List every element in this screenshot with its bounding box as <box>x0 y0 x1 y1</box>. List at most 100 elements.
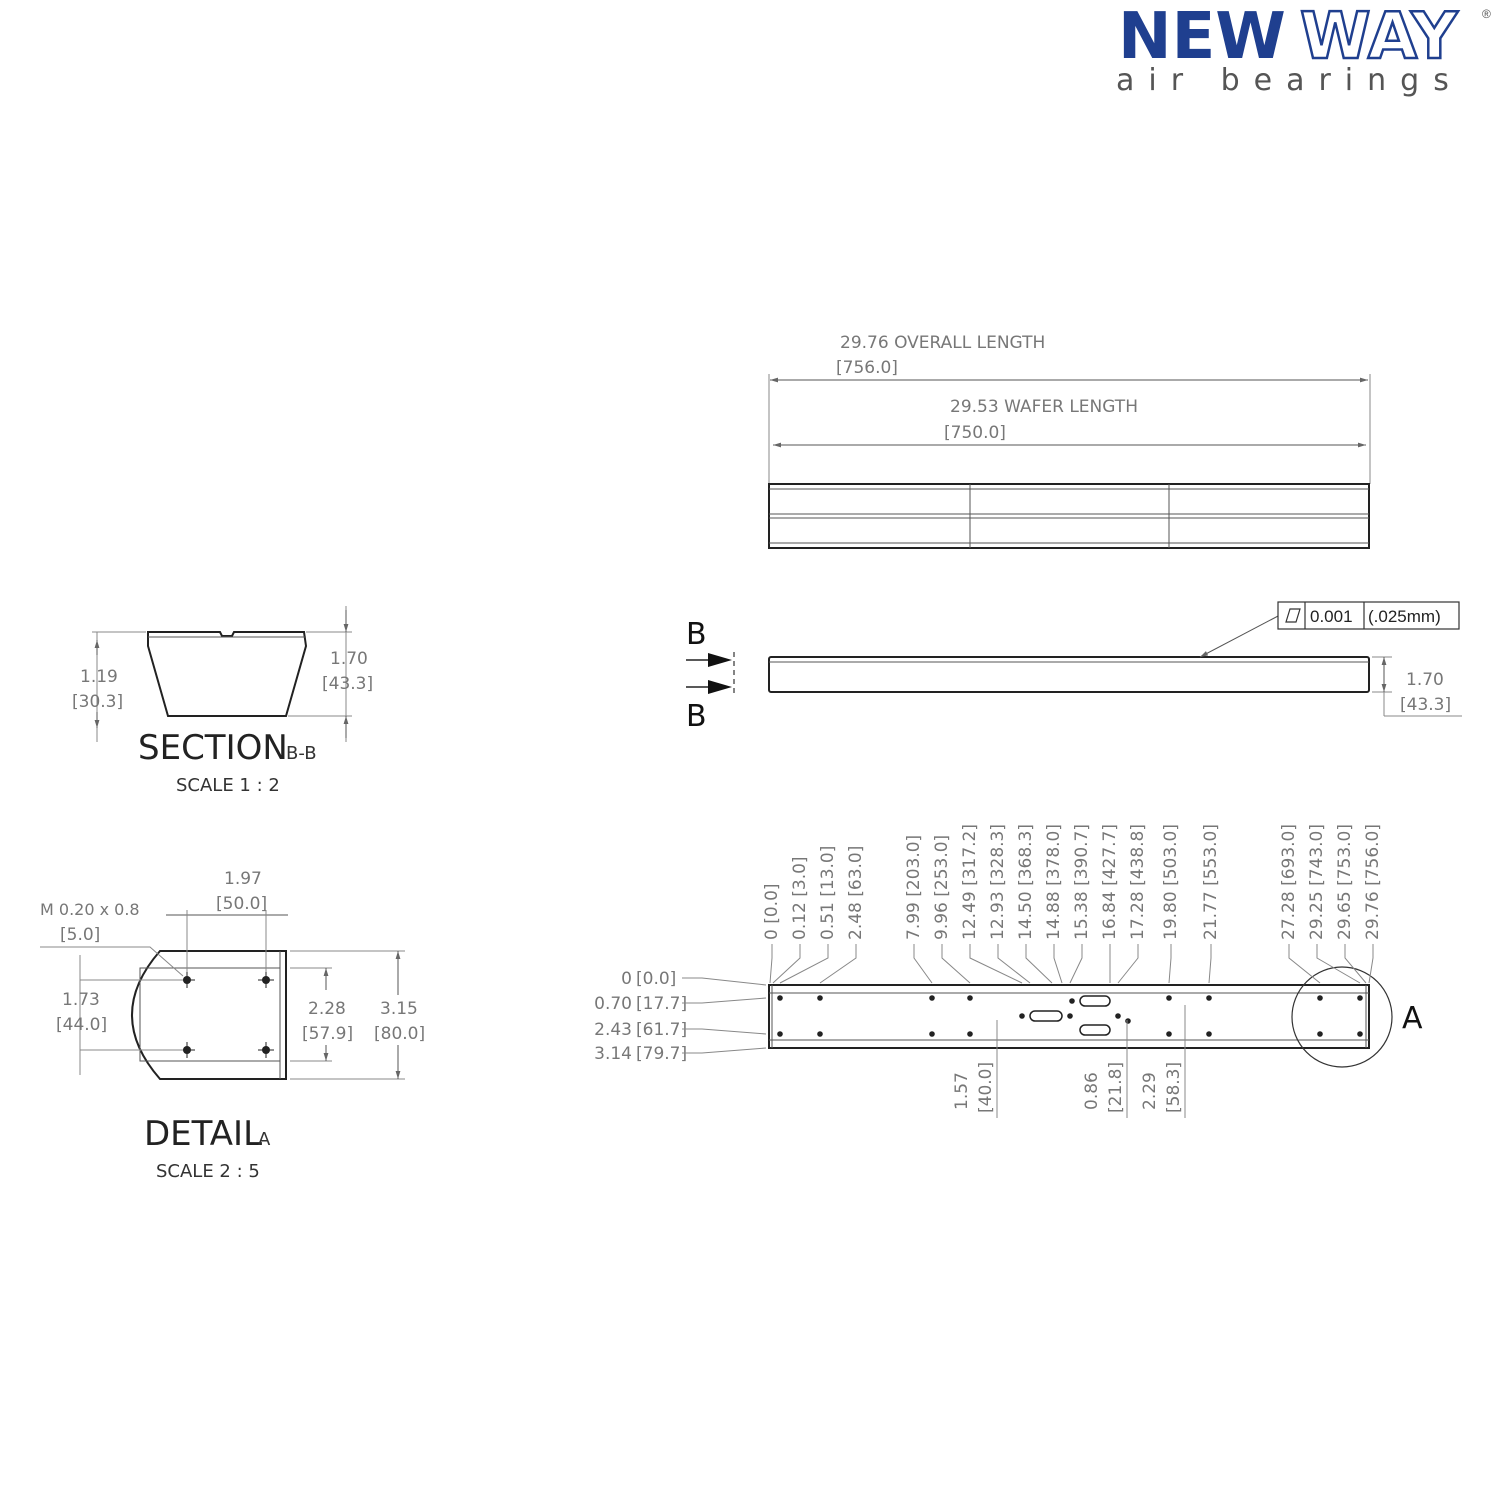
bottom-dim-1-mm: [40.0] <box>976 1062 996 1113</box>
x-ordinate-label: 16.84 [427.7] <box>1100 824 1120 940</box>
detail-inner-dim: 2.28 <box>308 999 346 1019</box>
x-ordinate-label: 2.48 [63.0] <box>846 846 866 940</box>
detail-outer-dim: 3.15 <box>380 999 418 1019</box>
wafer-length-mm: [750.0] <box>944 423 1006 443</box>
mounting-hole <box>1166 995 1172 1001</box>
y-ordinate-value: 2.43 <box>594 1020 632 1040</box>
detail-thread-mm: [5.0] <box>60 925 100 945</box>
mounting-holes <box>777 995 1363 1037</box>
bottom-dim-2-mm: [21.8] <box>1106 1062 1126 1113</box>
detail-holes <box>179 972 274 1058</box>
slot-hole <box>1069 998 1075 1004</box>
y-ordinate-value: 0.70 <box>594 994 632 1014</box>
x-ordinate-label: 29.76 [756.0] <box>1363 824 1383 940</box>
bottom-view-body <box>768 984 1370 1049</box>
x-ordinate-label: 12.49 [317.2] <box>960 824 980 940</box>
x-ordinate-leader <box>1069 944 1083 984</box>
detail-inner-face <box>139 967 281 1062</box>
x-ordinate-leader <box>1288 944 1321 984</box>
detail-left-dim: 1.73 <box>62 990 100 1010</box>
x-ordinate-label: 12.93 [328.3] <box>988 824 1008 940</box>
section-left-dim-mm: [30.3] <box>72 692 123 712</box>
section-arrow-top <box>708 653 732 667</box>
mounting-hole <box>1357 1031 1363 1037</box>
detail-thread-leader <box>40 946 184 977</box>
x-ordinate-leader <box>913 944 933 984</box>
mounting-hole <box>929 995 935 1001</box>
bottom-dimensions: 1.57 [40.0] 0.86 [21.8] 2.29 [58.3] <box>952 1005 1186 1118</box>
newway-logo: NEW WAY ® air bearings <box>1116 0 1491 98</box>
slot-hole <box>1125 1018 1131 1024</box>
x-ordinate-label: 17.28 [438.8] <box>1128 824 1148 940</box>
top-view: 29.76 OVERALL LENGTH [756.0] 29.53 WAFER… <box>768 333 1371 549</box>
mounting-hole <box>1317 1031 1323 1037</box>
detail-scale: SCALE 2 : 5 <box>156 1161 260 1182</box>
mounting-hole <box>817 995 823 1001</box>
overall-length-label: 29.76 OVERALL LENGTH <box>840 333 1045 353</box>
bottom-dim-2: 0.86 <box>1082 1072 1102 1110</box>
x-ordinate-leader <box>1168 944 1172 984</box>
logo-new-text: NEW <box>1118 0 1286 74</box>
mounting-hole <box>967 995 973 1001</box>
section-arrow-bottom <box>708 680 732 694</box>
y-ordinate-mm: [79.7] <box>636 1044 687 1064</box>
side-height: 1.70 <box>1406 670 1444 690</box>
mounting-hole <box>1357 995 1363 1001</box>
x-ordinate-leader <box>1053 944 1063 984</box>
detail-thread: M 0.20 x 0.8 <box>40 900 140 919</box>
logo-tagline: air bearings <box>1116 63 1463 98</box>
x-ordinate-leader <box>997 944 1031 984</box>
y-ordinate-value: 0 <box>621 969 632 989</box>
mounting-hole <box>1206 995 1212 1001</box>
detail-top-dim: 1.97 <box>224 869 262 889</box>
x-ordinate-label: 27.28 [693.0] <box>1279 824 1299 940</box>
detail-title-suffix: A <box>258 1129 271 1150</box>
slot-upper <box>1079 995 1111 1007</box>
mounting-hole <box>1206 1031 1212 1037</box>
slot-center <box>1029 1010 1063 1022</box>
x-ordinate-leader <box>1368 944 1374 984</box>
slot-hole <box>1115 1013 1121 1019</box>
x-ordinate-label: 0.51 [13.0] <box>818 846 838 940</box>
flatness-mm: (.025mm) <box>1368 607 1441 626</box>
slot-hole <box>1019 1013 1025 1019</box>
mounting-hole <box>1166 1031 1172 1037</box>
bottom-view: A 0 [0.0] 0.12 [3.0] 0.51 [13.0] 2.48 [63.0… <box>594 824 1423 1118</box>
y-ordinate-mm: [61.7] <box>636 1020 687 1040</box>
x-ordinate-label: 7.99 [203.0] <box>904 835 924 940</box>
y-ordinate-value: 3.14 <box>594 1044 632 1064</box>
logo-way-text: WAY <box>1300 0 1458 74</box>
flatness-frame <box>1277 601 1460 630</box>
x-ordinate-label: 0 [0.0] <box>762 883 782 940</box>
x-ordinate-label: 15.38 [390.7] <box>1072 824 1092 940</box>
y-ordinate-leader <box>682 1028 767 1035</box>
x-ordinate-leader <box>941 944 971 984</box>
flatness-value: 0.001 <box>1310 607 1353 626</box>
section-left-dim: 1.19 <box>80 667 118 687</box>
detail-a-callout-circle <box>1291 966 1393 1068</box>
detail-inner-dim-mm: [57.9] <box>302 1024 353 1044</box>
section-scale: SCALE 1 : 2 <box>176 775 280 796</box>
y-ordinate-mm: [0.0] <box>636 969 676 989</box>
y-ordinate-leader <box>682 1047 767 1054</box>
side-view-body <box>768 656 1370 693</box>
x-ordinate-leader <box>1316 944 1361 984</box>
detail-top-dim-mm: [50.0] <box>216 894 267 914</box>
mounting-hole <box>967 1031 973 1037</box>
mounting-hole <box>777 1031 783 1037</box>
x-ordinate-label: 19.80 [503.0] <box>1161 824 1181 940</box>
x-ordinate-label: 29.65 [753.0] <box>1335 824 1355 940</box>
y-ordinate-dimensions: 0[0.0]0.70[17.7]2.43[61.7]3.14[79.7] <box>594 969 767 1064</box>
detail-a-callout-label: A <box>1402 1001 1423 1036</box>
x-ordinate-leader <box>772 944 801 984</box>
side-height-mm: [43.3] <box>1400 695 1451 715</box>
flatness-leader <box>1199 614 1281 658</box>
x-ordinate-leader <box>1117 944 1139 984</box>
x-ordinate-label: 0.12 [3.0] <box>790 856 810 940</box>
bottom-dim-1: 1.57 <box>952 1072 972 1110</box>
x-ordinate-label: 29.25 [743.0] <box>1307 824 1327 940</box>
x-ordinate-leader <box>779 944 829 984</box>
detail-left-dim-mm: [44.0] <box>56 1015 107 1035</box>
detail-a: M 0.20 x 0.8 [5.0] 1.97 [50.0] 1.73 [44.… <box>40 869 425 1182</box>
